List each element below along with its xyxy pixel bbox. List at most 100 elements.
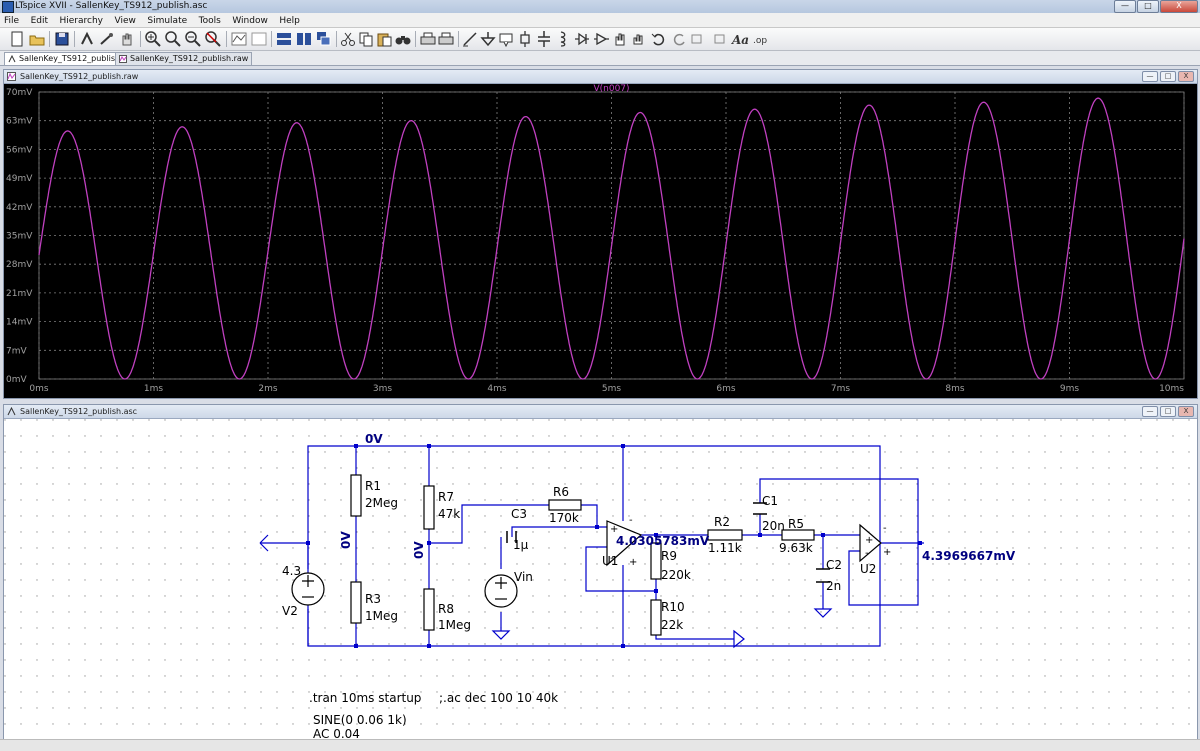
x-tick-label: 0ms <box>29 384 48 394</box>
move-hand-icon[interactable] <box>611 30 629 48</box>
paste-icon[interactable] <box>375 30 393 48</box>
new-schematic-icon[interactable] <box>8 30 26 48</box>
menu-simulate[interactable]: Simulate <box>147 16 188 26</box>
find-icon[interactable] <box>394 30 412 48</box>
r10-body[interactable] <box>650 599 662 636</box>
halt-icon[interactable] <box>118 30 136 48</box>
c2-body[interactable] <box>816 568 830 583</box>
maximize-button[interactable]: □ <box>1137 0 1159 13</box>
tran-directive[interactable]: .tran 10ms startup <box>309 691 421 705</box>
tab-waveform[interactable]: SallenKey_TS912_publish.raw <box>115 52 253 65</box>
inductor-icon[interactable] <box>554 30 572 48</box>
undo-icon[interactable] <box>650 30 668 48</box>
print-icon[interactable] <box>437 30 455 48</box>
ground-icon[interactable] <box>479 30 497 48</box>
spice-directive-icon[interactable]: .op <box>752 30 770 48</box>
close-button[interactable]: X <box>1160 0 1198 13</box>
schematic-canvas[interactable]: +- -+ +- -+ R1 2Meg R3 1Meg R7 47k R8 1M… <box>4 419 1197 739</box>
menu-tools[interactable]: Tools <box>198 16 221 26</box>
c3-body[interactable] <box>506 531 517 543</box>
r7-value: 47k <box>438 507 460 521</box>
diode-icon[interactable] <box>573 30 591 48</box>
copy-icon[interactable] <box>357 30 375 48</box>
save-icon[interactable] <box>53 30 71 48</box>
tab-schematic-label: SallenKey_TS912_publish.asc <box>19 54 137 63</box>
schematic-close-button[interactable]: X <box>1178 406 1194 417</box>
title-bar: LTspice XVII - SallenKey_TS912_publish.a… <box>0 0 1200 14</box>
zoom-out-icon[interactable] <box>184 30 202 48</box>
tab-schematic[interactable]: SallenKey_TS912_publish.asc <box>4 52 141 65</box>
drag-hand-icon[interactable] <box>630 30 648 48</box>
y-tick-label: 35mV <box>6 232 33 242</box>
tile-horizontal-icon[interactable] <box>275 30 293 48</box>
zoom-in-icon[interactable] <box>144 30 162 48</box>
ac-source-text[interactable]: AC 0.04 <box>313 727 360 739</box>
menu-hierarchy[interactable]: Hierarchy <box>59 16 104 26</box>
waveform-close-button[interactable]: X <box>1178 71 1194 82</box>
draw-wire-icon[interactable] <box>461 30 479 48</box>
ground-vin-icon <box>491 630 511 640</box>
capacitor-icon[interactable] <box>535 30 553 48</box>
waveform-minimize-button[interactable]: — <box>1142 71 1158 82</box>
ac-directive[interactable]: ;.ac dec 100 10 40k <box>439 691 558 705</box>
schematic-minimize-button[interactable]: — <box>1142 406 1158 417</box>
menu-help[interactable]: Help <box>279 16 300 26</box>
c1-body[interactable] <box>753 502 767 515</box>
cut-icon[interactable] <box>339 30 357 48</box>
print-setup-icon[interactable] <box>419 30 437 48</box>
menu-edit[interactable]: Edit <box>30 16 48 26</box>
schematic-pane-icon <box>7 407 16 416</box>
open-folder-icon[interactable] <box>28 30 46 48</box>
trace-label[interactable]: V(n007) <box>593 84 629 94</box>
pan-icon[interactable] <box>164 30 182 48</box>
autorange-icon[interactable] <box>230 30 248 48</box>
x-tick-label: 10ms <box>1159 384 1184 394</box>
v2-source-icon[interactable] <box>291 572 325 606</box>
r1-body[interactable] <box>350 474 362 517</box>
y-tick-label: 7mV <box>6 346 27 356</box>
run-icon[interactable] <box>98 30 116 48</box>
r2-body[interactable] <box>707 529 743 541</box>
r7-body[interactable] <box>423 485 435 530</box>
u2-opamp-icon[interactable] <box>859 523 882 563</box>
y-tick-label: 21mV <box>6 289 33 299</box>
r6-body[interactable] <box>548 499 582 511</box>
label-net-icon[interactable] <box>497 30 515 48</box>
menu-file[interactable]: File <box>4 16 20 26</box>
waveform-pane-titlebar: SallenKey_TS912_publish.raw — □ X <box>4 70 1197 84</box>
r9-body[interactable] <box>650 542 662 580</box>
sine-source-text[interactable]: SINE(0 0.06 1k) <box>313 713 407 727</box>
tile-vertical-icon[interactable] <box>295 30 313 48</box>
mirror-icon[interactable] <box>710 30 728 48</box>
status-bar <box>0 739 1200 751</box>
component-icon[interactable] <box>592 30 610 48</box>
r3-body[interactable] <box>350 581 362 624</box>
menu-view[interactable]: View <box>114 16 136 26</box>
vin-source-icon[interactable] <box>484 574 518 608</box>
text-icon[interactable]: Aa <box>731 30 749 48</box>
waveform-maximize-button[interactable]: □ <box>1160 71 1176 82</box>
c1-value: 20n <box>762 519 785 533</box>
x-tick-label: 2ms <box>258 384 277 394</box>
zoom-fit-icon[interactable] <box>204 30 222 48</box>
schematic-maximize-button[interactable]: □ <box>1160 406 1176 417</box>
r8-body[interactable] <box>423 588 435 631</box>
r10-name: R10 <box>661 600 685 614</box>
minimize-button[interactable]: — <box>1114 0 1136 13</box>
waveform-trace[interactable] <box>38 97 1185 380</box>
x-tick-label: 5ms <box>602 384 621 394</box>
view-icon[interactable] <box>250 30 268 48</box>
control-panel-icon[interactable] <box>78 30 96 48</box>
redo-icon[interactable] <box>670 30 688 48</box>
schematic-pane-titlebar: SallenKey_TS912_publish.asc — □ X <box>4 405 1197 419</box>
y-tick-label: 70mV <box>6 88 33 98</box>
schematic-pane-controls: — □ X <box>1140 406 1194 417</box>
r5-body[interactable] <box>781 529 815 541</box>
cascade-icon[interactable] <box>315 30 333 48</box>
resistor-icon[interactable] <box>516 30 534 48</box>
u1-opamp-icon[interactable] <box>606 520 643 567</box>
svg-text:+: + <box>883 547 891 558</box>
rotate-icon[interactable] <box>690 30 708 48</box>
menu-window[interactable]: Window <box>232 16 268 26</box>
